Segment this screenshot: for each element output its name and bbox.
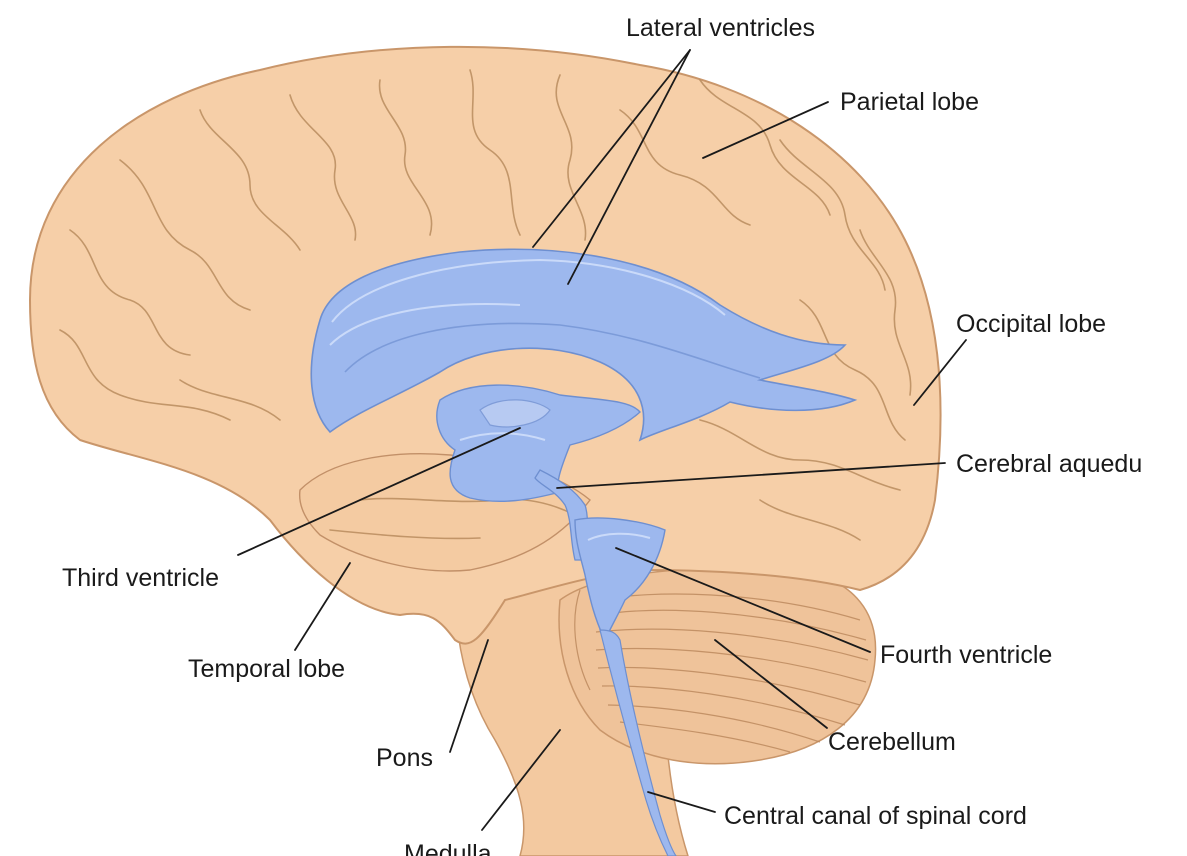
label-parietal-lobe: Parietal lobe [840, 88, 979, 116]
label-lateral-ventricles: Lateral ventricles [626, 14, 815, 42]
label-medulla: Medulla [404, 840, 492, 856]
label-temporal-lobe: Temporal lobe [188, 655, 345, 683]
label-cerebral-aqueduct: Cerebral aquedu [956, 450, 1142, 478]
label-third-ventricle: Third ventricle [62, 564, 219, 592]
label-pons: Pons [376, 744, 433, 772]
label-cerebellum: Cerebellum [828, 728, 956, 756]
label-occipital-lobe: Occipital lobe [956, 310, 1106, 338]
label-fourth-ventricle: Fourth ventricle [880, 641, 1052, 669]
label-central-canal: Central canal of spinal cord [724, 802, 1027, 830]
